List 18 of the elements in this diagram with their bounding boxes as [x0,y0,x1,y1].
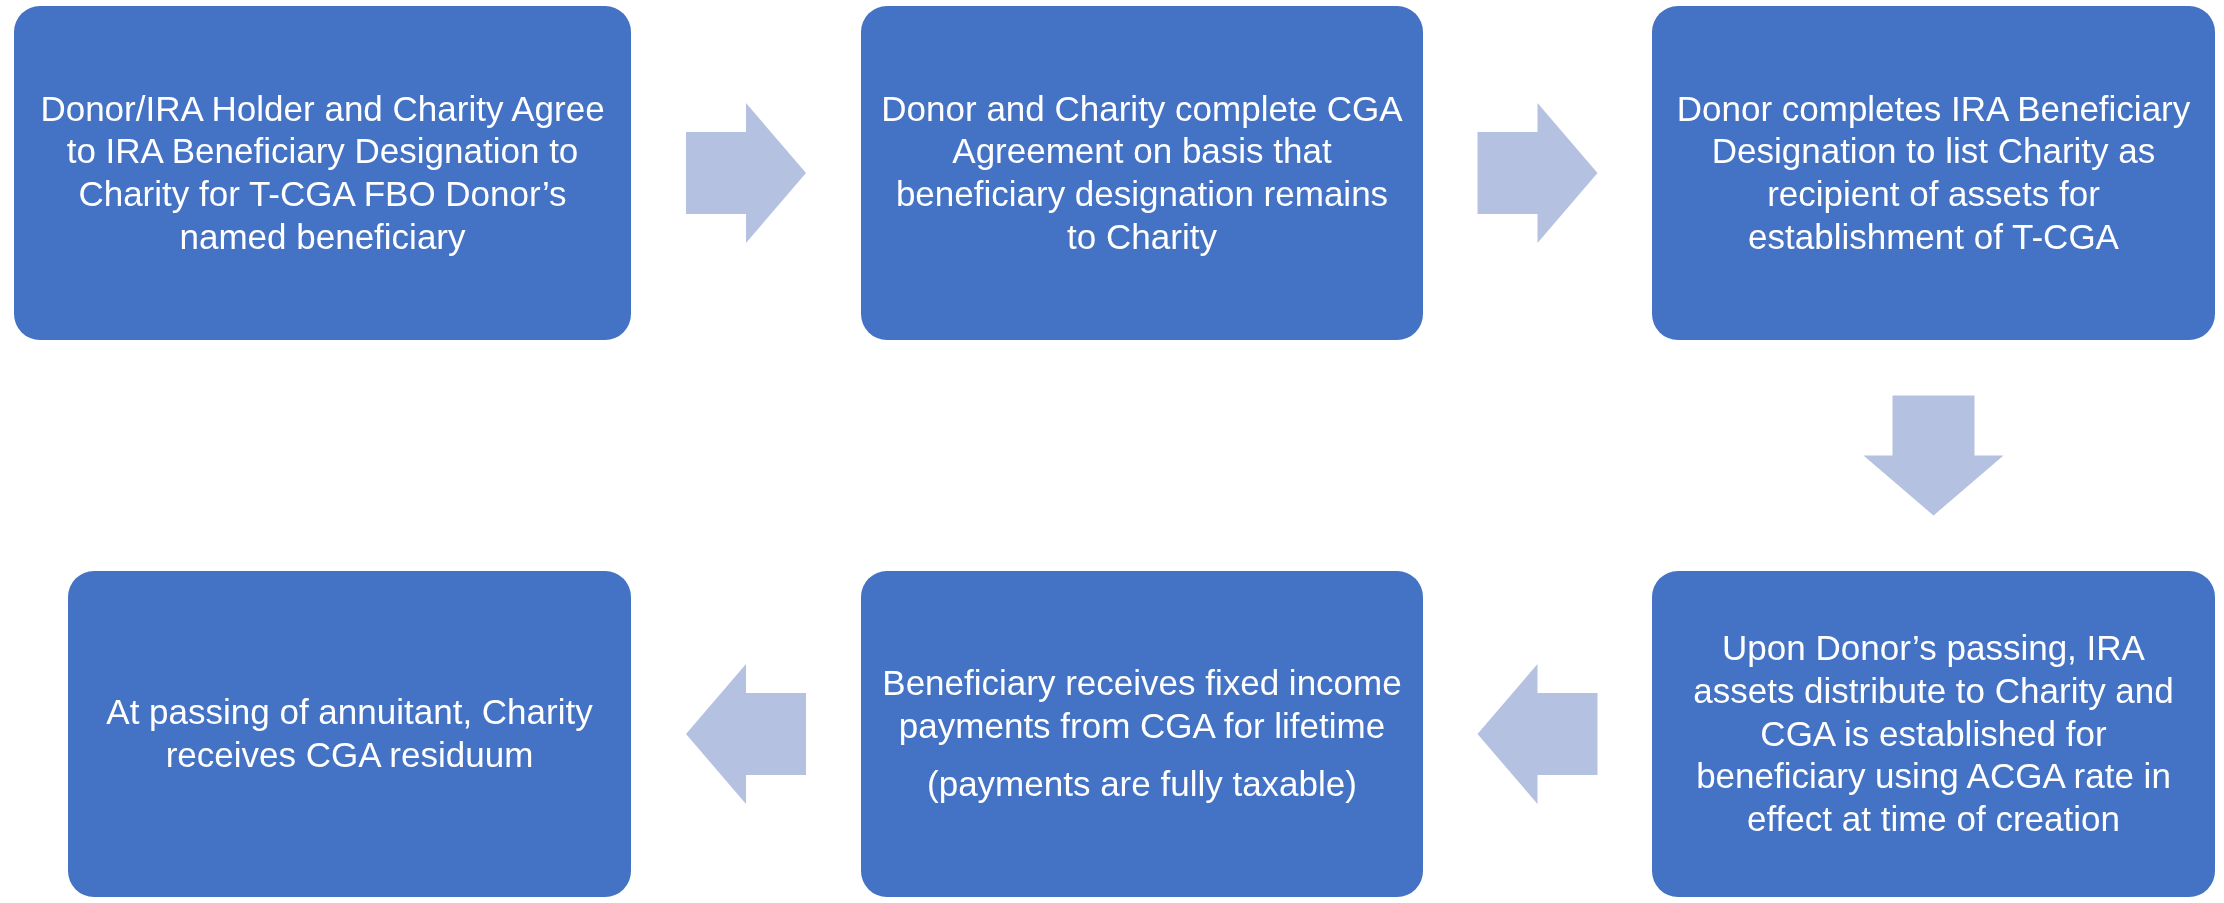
box-text: Beneficiary receives fixed income payments from CGA for lifetime [881,661,1403,747]
box-text: Donor/IRA Holder and Charity Agree to IRA Beneficiary Designation to Charity for T-CGA FBO Donor’s named beneficiary [39,87,606,258]
block-arrow [686,664,806,804]
box-text: (payments are fully taxable) [927,763,1357,806]
block-arrow [686,103,806,243]
process-box [1652,6,2215,340]
block-arrow [1477,664,1598,804]
process-box [1652,571,2215,897]
box-text: Upon Donor’s passing, IRA assets distribute to Charity and CGA is established for beneficiary using ACGA rate in effect at time of creation [1692,627,2175,841]
process-box [14,6,631,340]
box-text: Donor and Charity complete CGA Agreement on basis that beneficiary designation remains to Charity [881,87,1403,258]
block-arrow [1863,395,2004,516]
block-arrow [1477,103,1598,243]
process-box [861,6,1423,340]
process-box [68,571,631,897]
box-text: At passing of annuitant, Charity receives CGA residuum [105,691,594,776]
process-box [861,571,1423,897]
box-text: Donor completes IRA Beneficiary Designation to list Charity as recipient of assets for establishment of T-CGA [1675,87,2192,258]
